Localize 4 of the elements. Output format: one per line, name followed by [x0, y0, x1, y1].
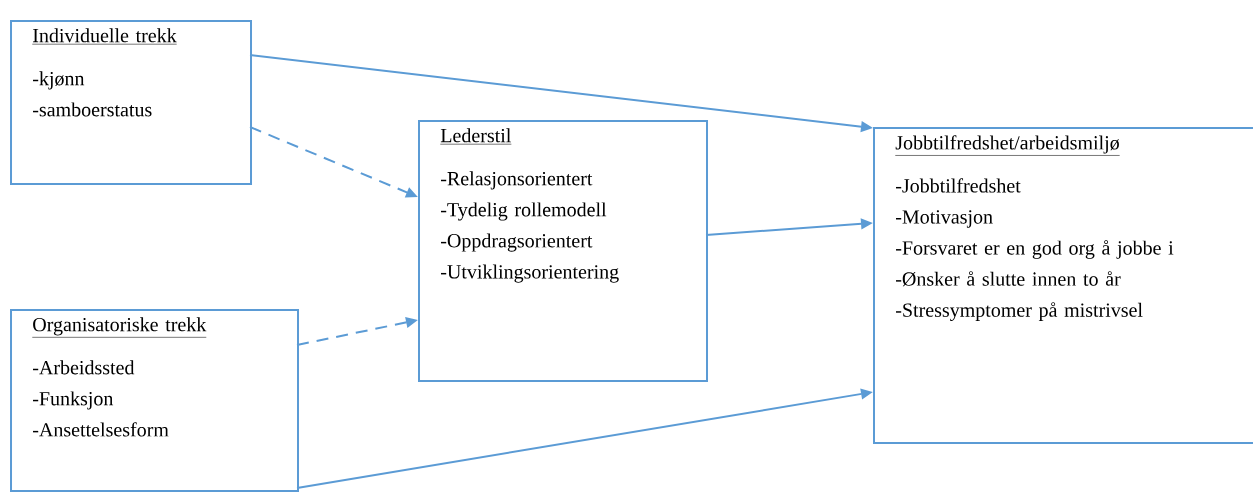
text-box: Individuelle trekk -kjønn -samboerstatus	[10, 20, 252, 185]
text-box: Jobbtilfredshet/arbeidsmiljø -Jobbtilfredshet -Motivasjon -Forsvaret er en god org å jobbe i -Ønsker å slutte innen to år -Stressymptomer på mistrivsel	[873, 127, 1253, 444]
text-box: Lederstil -Relasjonsorientert -Tydelig rollemodell -Oppdragsorientert -Utviklingsorientering	[418, 120, 708, 382]
text-box: Organisatoriske trekk -Arbeidssted -Funksjon -Ansettelsesform	[10, 309, 299, 492]
